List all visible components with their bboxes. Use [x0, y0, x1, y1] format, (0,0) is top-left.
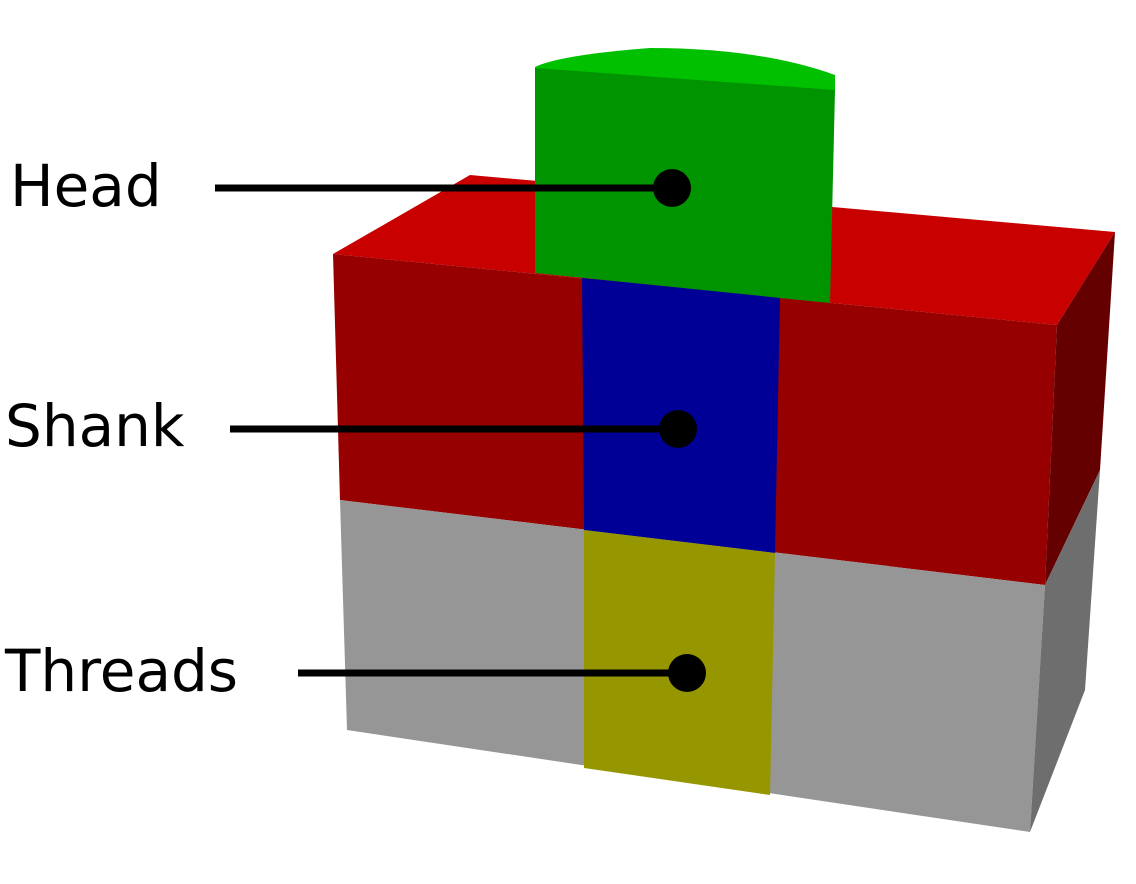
leader-dot-shank	[659, 410, 697, 448]
label-shank-group: Shank	[5, 392, 697, 460]
block-model	[333, 48, 1115, 832]
leader-dot-threads	[668, 654, 706, 692]
head-top-cap	[535, 48, 835, 92]
label-threads-group: Threads	[4, 637, 706, 705]
red-block-side-face	[1045, 232, 1115, 585]
label-head: Head	[10, 152, 162, 220]
gray-block-side-face	[1030, 470, 1100, 832]
label-shank: Shank	[5, 392, 185, 460]
label-head-group: Head	[10, 152, 691, 220]
label-threads: Threads	[4, 637, 238, 705]
leader-dot-head	[653, 169, 691, 207]
